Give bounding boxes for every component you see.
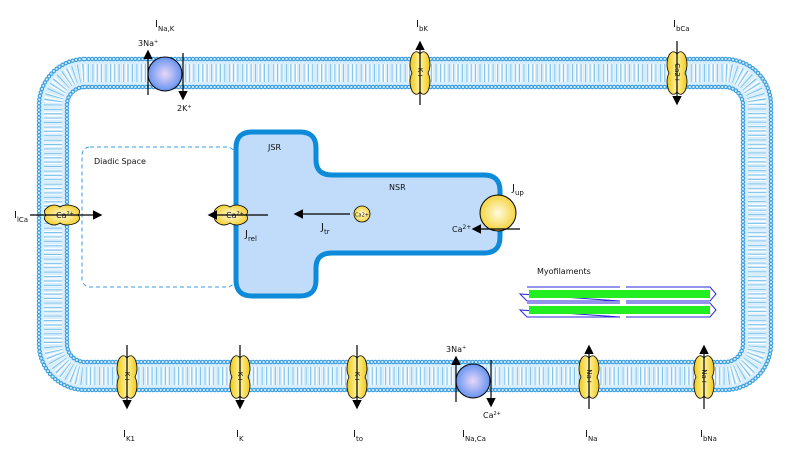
current-label-k1: IK1 — [123, 429, 135, 443]
naca-ion-out: 3Na+ — [446, 345, 466, 354]
ion-channel-na: Na+ — [578, 344, 600, 409]
svg-text:Ca2+: Ca2+ — [56, 211, 74, 220]
inak-label: INa,K — [155, 19, 175, 33]
ion-channel-bna: Na+ — [693, 344, 715, 409]
nak-ion-in: 2K+ — [177, 104, 192, 113]
jrel-label: Jrel — [244, 229, 257, 243]
svg-text:Ca2+: Ca2+ — [226, 211, 244, 220]
current-label-to: Ito — [353, 429, 363, 443]
ion-channel-k: K+ — [229, 345, 251, 410]
jtr-label: Jtr — [320, 222, 330, 236]
calcium-ion-icon — [353, 205, 371, 223]
current-label-bca: IbCa — [673, 19, 690, 33]
current-label-bna: IbNa — [700, 429, 717, 443]
channel-ion-label: K+ — [123, 372, 131, 383]
channel-ion-label: K+ — [416, 68, 424, 79]
channel-ion-label: K+ — [353, 372, 361, 383]
jup-label: Jup — [511, 183, 524, 197]
current-label-k: IK — [236, 429, 244, 443]
nsr-label: NSR — [389, 183, 406, 192]
inaca-label: INa,Ca — [462, 429, 486, 443]
l-type-calcium-channel: Ca2+ — [30, 204, 103, 226]
channel-ion-label: Na+ — [700, 369, 708, 385]
diadic-space-label: Diadic Space — [94, 157, 146, 166]
ion-channel-to: K+ — [346, 345, 368, 410]
ilca-label: IlCa — [14, 210, 28, 224]
myofilaments-label: Myofilaments — [537, 267, 591, 276]
nak-ion-out: 3Na+ — [138, 39, 158, 48]
na-ca-exchanger — [451, 355, 496, 408]
ryanodine-receptor-channel: Ca2+ — [207, 204, 268, 226]
ion-channel-bk: K+ — [409, 40, 431, 105]
naca-ion-in: Ca2+ — [483, 411, 501, 420]
myofilaments — [518, 286, 717, 318]
na-k-pump — [143, 49, 188, 101]
serca-pump-icon — [479, 194, 517, 232]
current-label-na: INa — [585, 429, 597, 443]
channel-ion-label: Na+ — [585, 369, 593, 385]
ion-channel-bca: Ca2+ — [666, 41, 688, 106]
channel-ion-label: Ca2+ — [673, 63, 681, 83]
jup-ion-label: Ca2+ — [452, 224, 471, 234]
jsr-label: JSR — [267, 143, 281, 152]
ion-channel-k1: K+ — [116, 345, 138, 410]
calcium-ion-label: Ca2+ — [355, 213, 369, 219]
channel-ion-label: K+ — [236, 372, 244, 383]
current-label-bk: IbK — [416, 19, 428, 33]
